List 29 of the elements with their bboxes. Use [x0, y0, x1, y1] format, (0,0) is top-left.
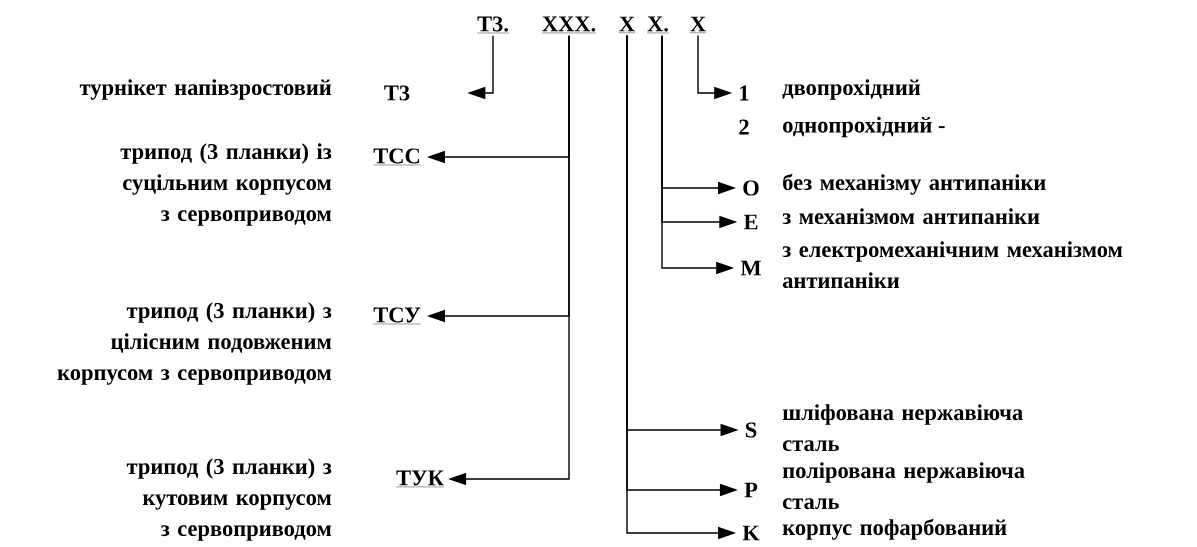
- description-text: турнікет напівзростовий: [79, 79, 332, 100]
- option-code: P: [744, 482, 758, 498]
- description-text: корпус пофарбований: [782, 518, 1007, 540]
- description-text: трипод (3 планки) з кутовим корпусом з сервоприводом: [126, 458, 332, 541]
- option-code: E: [743, 214, 758, 230]
- description-text: однопрохідний -: [783, 116, 945, 138]
- option-code: O: [743, 180, 759, 196]
- code-segment: Х.: [646, 16, 670, 34]
- description-text: без механізму антипаніки: [783, 173, 1046, 195]
- option-code: M: [740, 260, 761, 276]
- option-code: K: [742, 525, 760, 541]
- description-text: двопрохідний: [782, 79, 921, 100]
- code-segment: Т3.: [476, 16, 510, 34]
- option-code: 2: [739, 119, 749, 135]
- option-code: 1: [740, 85, 749, 101]
- code-value: ТУК: [395, 470, 445, 488]
- code-segment: ХХХ.: [541, 16, 597, 34]
- option-code: S: [745, 422, 757, 438]
- code-value: Т3: [384, 85, 410, 101]
- code-segment: Х: [689, 16, 707, 33]
- description-text: шліфована нержавіюча сталь: [782, 404, 1023, 452]
- description-text: трипод (3 планки) з цілісним подовженим корпусом з сервоприводом: [57, 302, 332, 385]
- description-text: з механізмом антипаніки: [782, 208, 1040, 225]
- description-text: з електромеханічним механізмом антипаніки: [782, 241, 1123, 289]
- code-value: ТСС: [373, 148, 421, 166]
- description-text: полірована нержавіюча сталь: [782, 462, 1025, 510]
- code-value: ТСУ: [373, 307, 421, 325]
- description-text: трипод (3 планки) із суцільним корпусом з сервоприводом: [120, 143, 332, 226]
- code-segment: Х: [618, 16, 636, 33]
